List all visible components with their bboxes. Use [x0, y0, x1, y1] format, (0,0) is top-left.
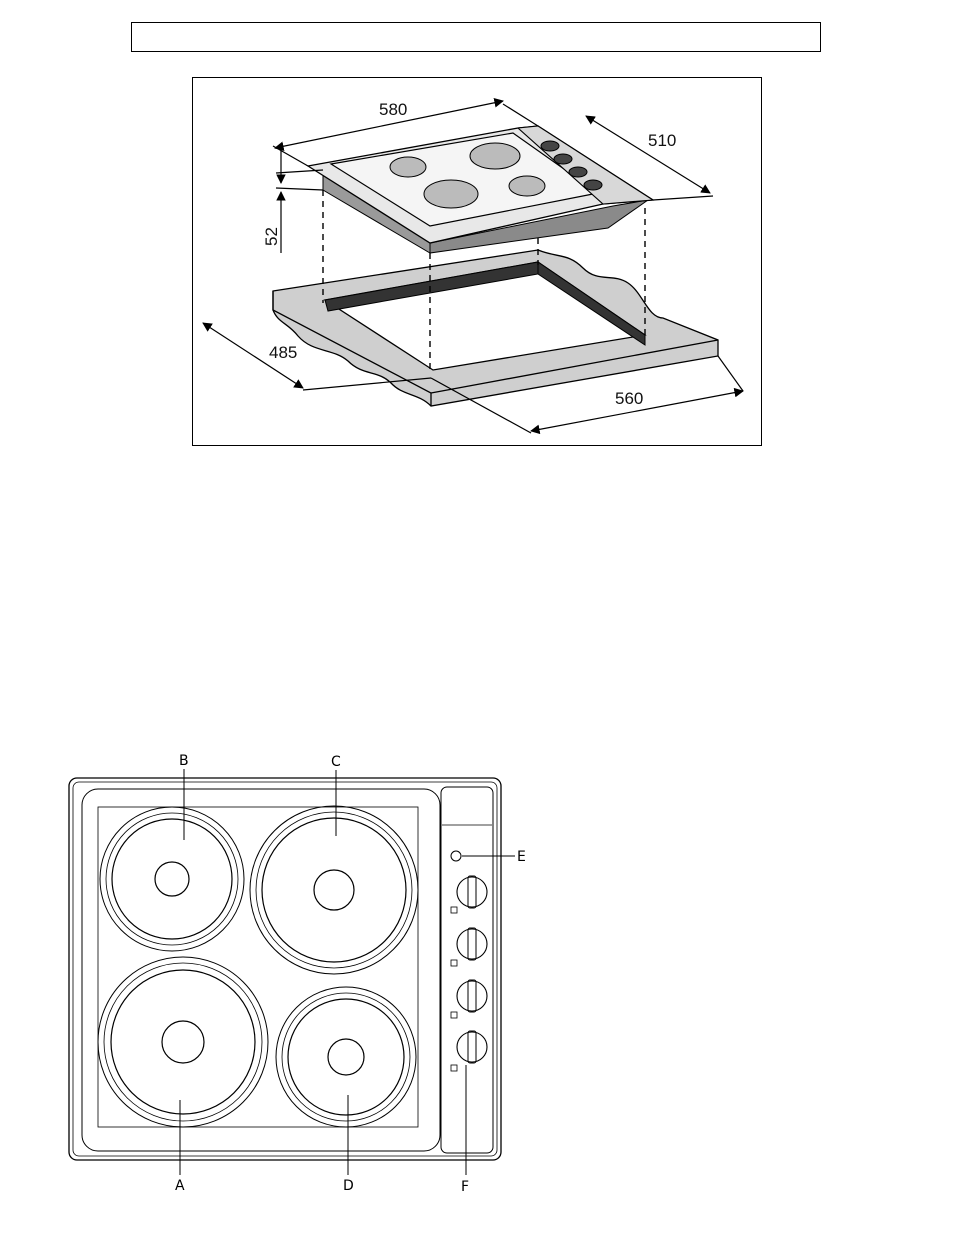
plate-b — [100, 807, 244, 951]
hob-top-view: B C E A D F — [60, 745, 540, 1195]
dim-width-top: 580 — [379, 100, 407, 119]
installation-svg: 580 510 52 485 560 — [193, 78, 760, 444]
hob-svg: B C E A D F — [60, 745, 540, 1195]
dim-height: 52 — [262, 227, 281, 246]
dim-depth-top: 510 — [648, 131, 676, 150]
plate-c — [250, 806, 418, 974]
installation-diagram: 580 510 52 485 560 — [192, 77, 762, 446]
dim-cutout-width: 560 — [615, 389, 643, 408]
worktop — [273, 250, 718, 406]
label-b: B — [179, 753, 189, 769]
hob-3d — [308, 126, 653, 253]
label-a: A — [175, 1178, 185, 1194]
label-d: D — [343, 1178, 354, 1194]
dim-cutout-depth: 485 — [269, 343, 297, 362]
control-panel — [441, 787, 493, 1153]
plate-d — [276, 987, 416, 1127]
knob-2 — [451, 928, 487, 966]
knob-4 — [451, 1031, 487, 1071]
header-box — [131, 22, 821, 52]
label-c: C — [331, 754, 341, 770]
indicator-light — [451, 851, 461, 861]
knob-1 — [451, 876, 487, 913]
label-e: E — [517, 849, 526, 865]
knob-3 — [451, 980, 487, 1018]
plate-a — [98, 957, 268, 1127]
label-f: F — [461, 1179, 469, 1195]
hob-outer-frame — [69, 778, 501, 1160]
callout-lines — [180, 769, 515, 1175]
